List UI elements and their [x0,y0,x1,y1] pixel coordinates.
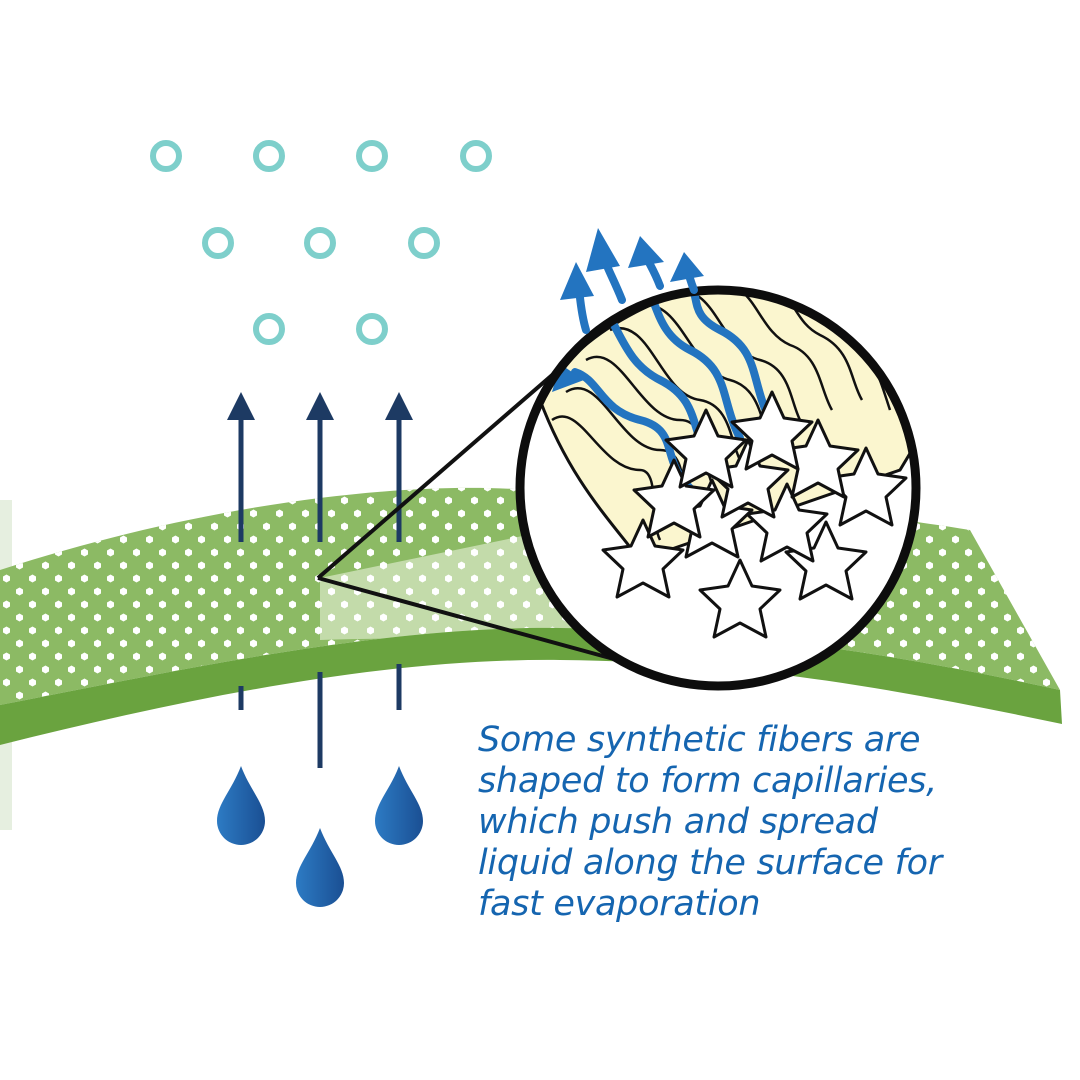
vapor-bubble-icon [304,227,336,259]
vapor-bubble-icon [356,140,388,172]
explanation-caption: Some synthetic fibers are shaped to form… [478,720,1038,925]
water-droplet-icon [375,766,423,845]
star-fiber [745,482,829,563]
vapor-bubble-icon [253,140,285,172]
star-fiber [601,518,685,599]
vapor-bubble-icon [356,313,388,345]
wicking-arrow-tips [560,228,704,334]
water-droplet-icon [296,828,344,907]
water-droplet-icon [217,766,265,845]
lens-rim [515,285,921,691]
vapor-bubble-icon [202,227,234,259]
caption-line: fast evaporation [478,884,761,924]
star-fiber-cross-sections [601,390,908,639]
caption-line: Some synthetic fibers are [478,720,921,760]
vapor-bubble-icon [460,140,492,172]
moisture-flow-arrows [227,392,413,768]
caption-line: liquid along the surface for [478,843,942,883]
caption-line: which push and spread [478,802,878,842]
zoom-callout-lines [316,361,633,666]
vapor-bubble-icon [150,140,182,172]
star-fiber [632,458,716,539]
star-fiber [698,558,782,639]
liquid-droplets [217,766,423,907]
vapor-bubbles [150,140,492,345]
caption-line: shaped to form capillaries, [478,761,937,801]
star-fiber [730,390,814,471]
star-fiber [664,408,748,489]
magnified-fiber-view [515,285,921,691]
vapor-bubble-icon [253,313,285,345]
vapor-bubble-icon [408,227,440,259]
